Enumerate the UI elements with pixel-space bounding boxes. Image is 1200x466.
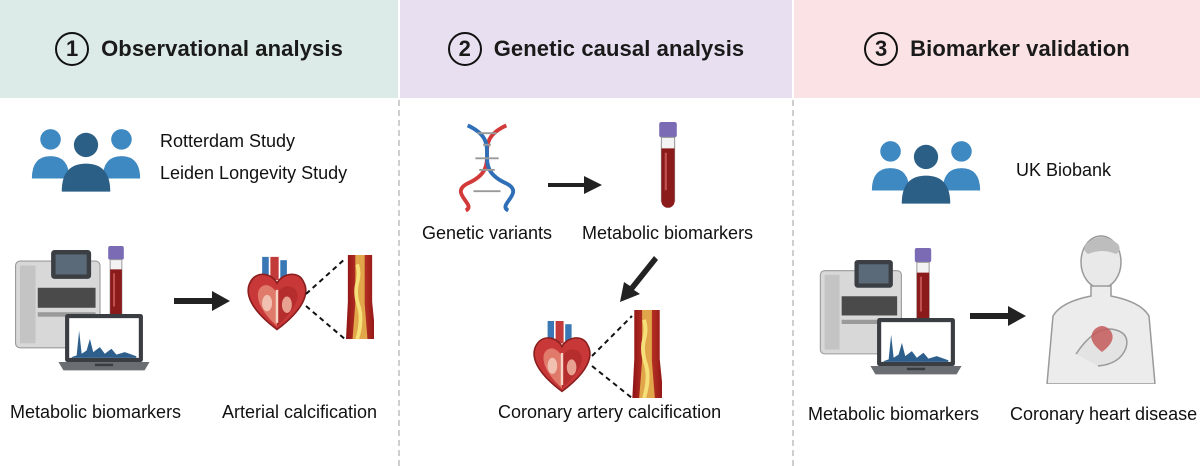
arrow-icon (548, 176, 602, 194)
step-number: 2 (447, 32, 482, 66)
arrow-icon (174, 291, 230, 311)
outcome-label: Coronary artery calcification (498, 402, 722, 422)
panel-header: 2 Genetic causal analysis (400, 0, 792, 98)
cohort-label: Leiden Longevity Study (160, 163, 348, 183)
heart-icon (244, 254, 310, 334)
exposure-label: Metabolic biomarkers (10, 402, 182, 422)
arrow-icon (970, 306, 1026, 326)
calcified-artery-icon (632, 310, 662, 398)
panel-header: 1 Observational analysis (0, 0, 398, 98)
panel-header: 3 Biomarker validation (794, 0, 1200, 98)
outcome-label: Arterial calcification (222, 402, 378, 422)
panel-genetic: 2 Genetic causal analysis Genetic varian… (400, 0, 792, 466)
calcified-artery-icon (346, 254, 374, 340)
exposure-label: Metabolic biomarkers (808, 404, 980, 424)
panel-validation: 3 Biomarker validation UK Biobank Metabo… (794, 0, 1200, 466)
laptop-spectrum-icon (870, 318, 962, 376)
panel-title: Observational analysis (101, 36, 343, 61)
exposure-label: Metabolic biomarkers (582, 223, 754, 243)
heart-icon (530, 318, 594, 396)
people-group-icon (30, 124, 142, 192)
panel-divider (792, 100, 794, 466)
panel-observational: 1 Observational analysis Rotterdam Study… (0, 0, 398, 466)
zoom-lines (591, 315, 633, 399)
zoom-lines (305, 257, 347, 341)
panel-divider (398, 100, 400, 466)
blood-tube-icon (106, 246, 126, 324)
cohort-label: UK Biobank (1016, 160, 1112, 180)
step-number: 1 (55, 32, 90, 66)
laptop-spectrum-icon (58, 314, 150, 372)
people-group-icon (870, 136, 982, 204)
step-number: 3 (864, 32, 899, 66)
blood-tube-icon (657, 122, 679, 210)
instrument-label: Genetic variants (422, 223, 553, 243)
panel-title: Biomarker validation (910, 36, 1130, 61)
dna-helix-icon (458, 122, 516, 212)
panel-title: Genetic causal analysis (493, 36, 745, 61)
cohort-label: Rotterdam Study (160, 131, 296, 151)
outcome-label: Coronary heart disease (1010, 404, 1198, 424)
arrow-icon (620, 256, 658, 302)
human-body-icon (1046, 234, 1156, 384)
